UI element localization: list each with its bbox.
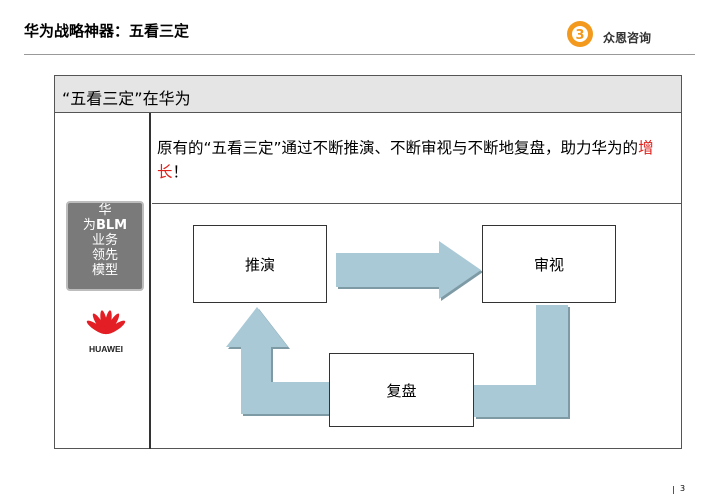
huawei-logo: HUAWEI <box>86 310 126 354</box>
flow-step-review: 审视 <box>482 225 616 303</box>
blm-badge: 华 为BLM 业务 领先 模型 <box>66 201 144 291</box>
badge-line: 业务 <box>91 233 118 248</box>
svg-text:3: 3 <box>575 28 584 43</box>
flow-step-deduce: 推演 <box>193 225 327 303</box>
arrow-down-left-icon <box>474 305 570 419</box>
badge-blm: BLM <box>95 218 128 233</box>
arrow-right-icon <box>336 241 483 301</box>
badge-line: 领先 <box>91 248 118 263</box>
slide-title: 华为战略神器：五看三定 <box>24 22 190 40</box>
badge-line: 华 <box>98 203 112 218</box>
page-number: 3 <box>680 484 686 493</box>
badge-line: 模型 <box>91 263 118 278</box>
brand-name: 众恩咨询 <box>603 31 652 45</box>
description-main: 原有的“五看三定”通过不断推演、不断审视与不断地复盘，助力华为的 <box>157 139 639 157</box>
section-title-bar <box>54 75 682 113</box>
description-highlight: 增长 <box>157 139 654 181</box>
arrow-up-icon <box>226 307 331 416</box>
description-text: 原有的“五看三定”通过不断推演、不断审视与不断地复盘，助力华为的增长！ <box>157 136 672 184</box>
content-divider <box>152 203 682 204</box>
left-column <box>55 113 151 449</box>
header-divider <box>24 54 695 55</box>
flow-step-retrospect: 复盘 <box>329 353 474 427</box>
huawei-petals-icon <box>86 310 126 335</box>
section-title: “五看三定”在华为 <box>62 89 191 108</box>
brand-logo: 3 <box>567 21 593 47</box>
description-end: ！ <box>172 163 189 181</box>
page-number-tick <box>673 486 674 494</box>
badge-line: 为 <box>82 218 96 233</box>
huawei-wordmark: HUAWEI <box>89 344 123 354</box>
